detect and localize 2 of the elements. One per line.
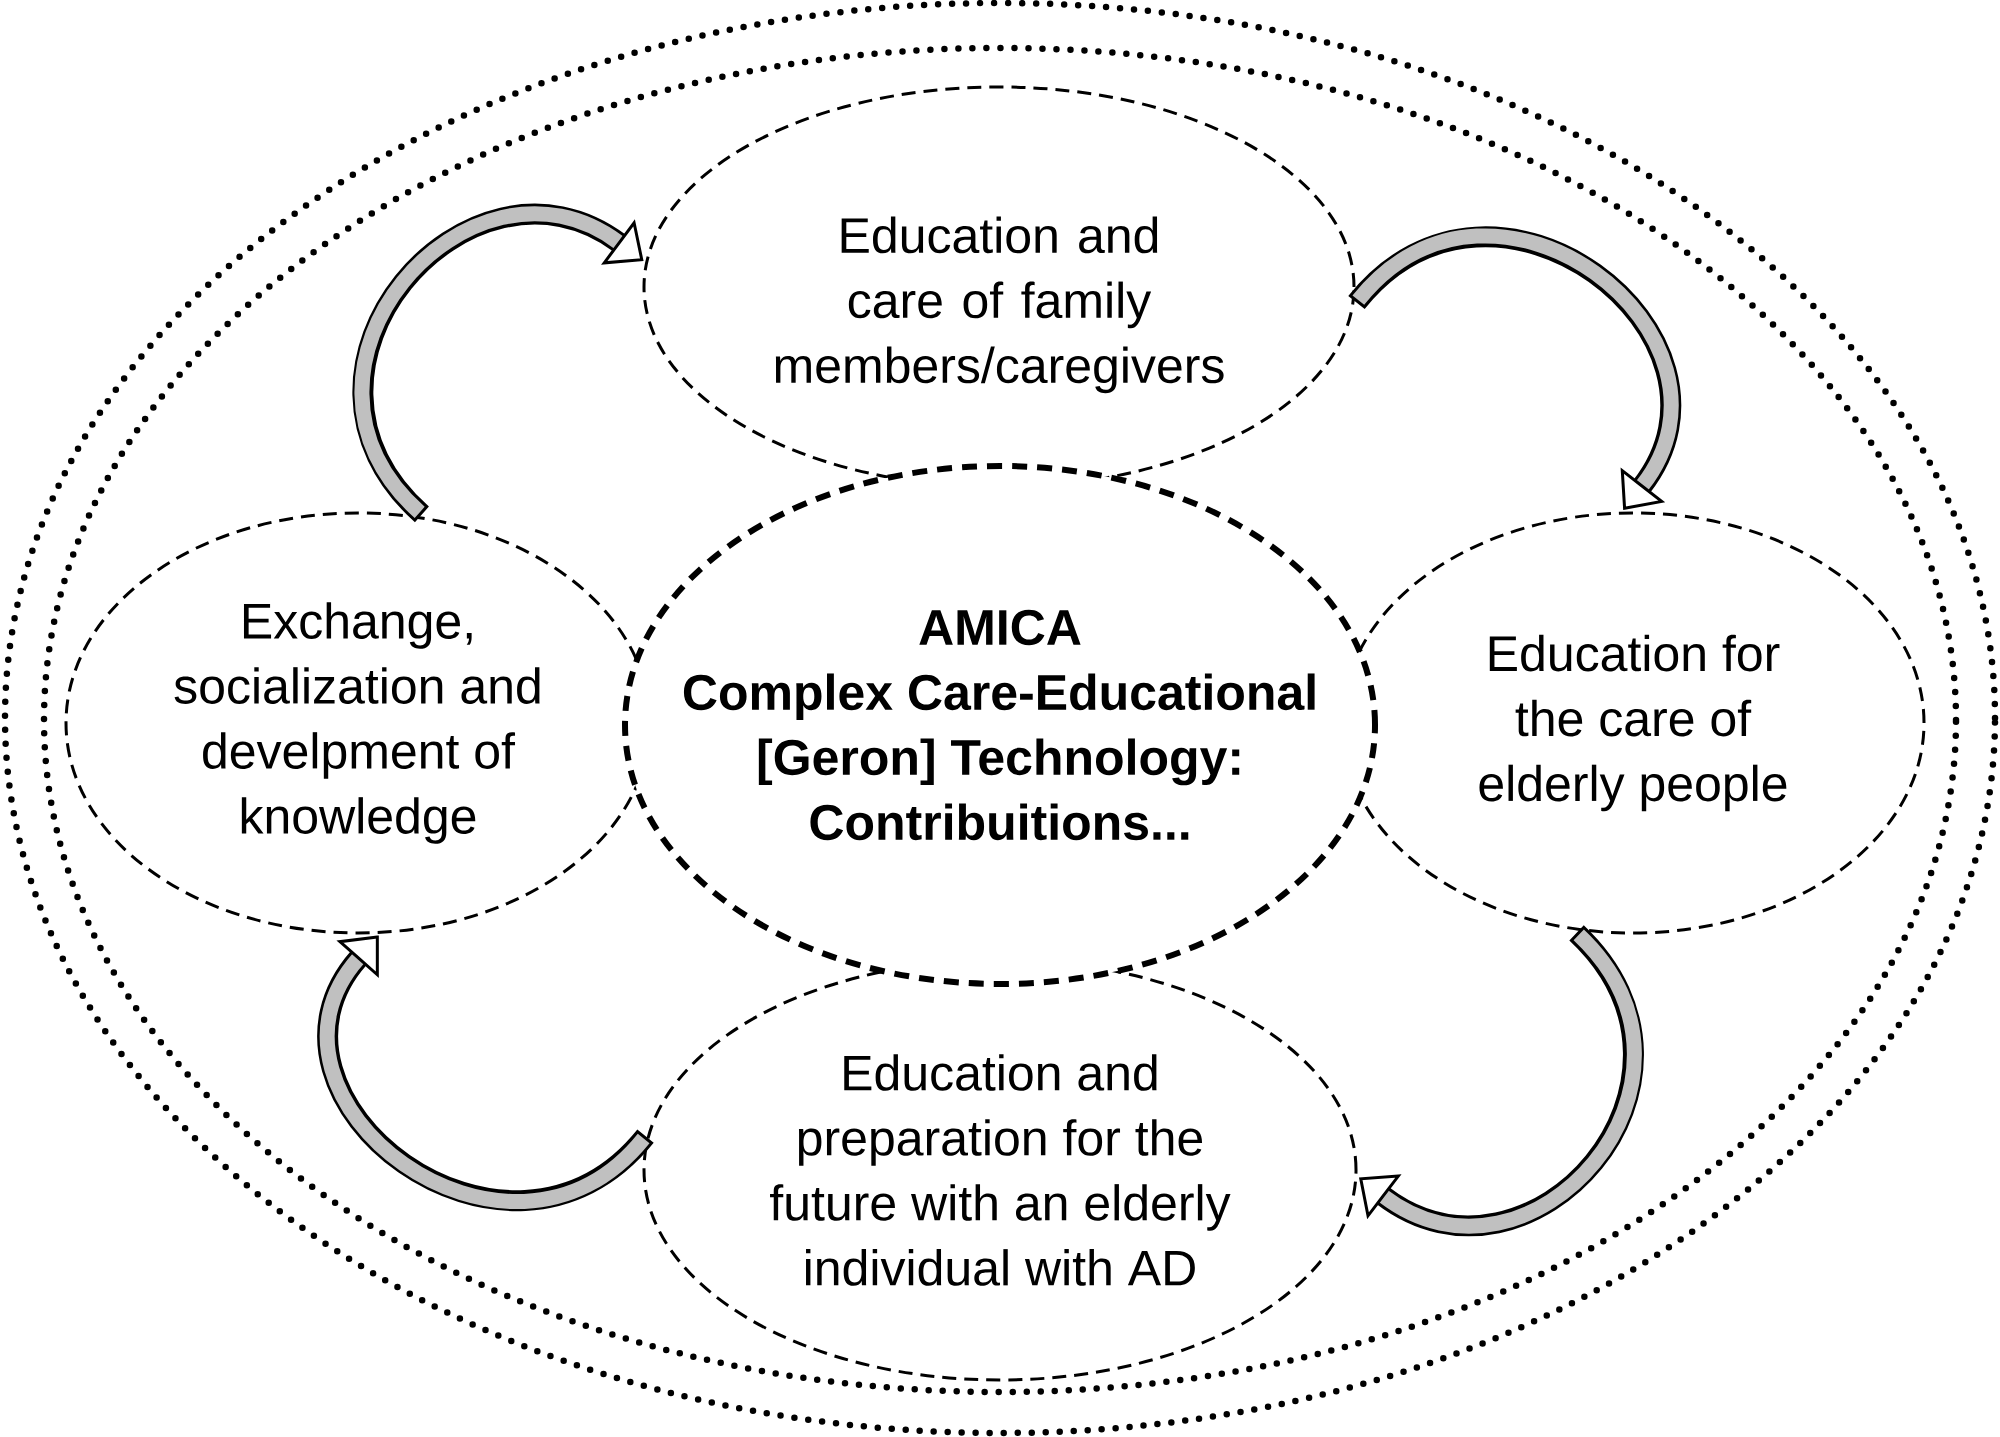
curved-arrow (317, 935, 653, 1211)
curved-arrow (352, 203, 644, 522)
